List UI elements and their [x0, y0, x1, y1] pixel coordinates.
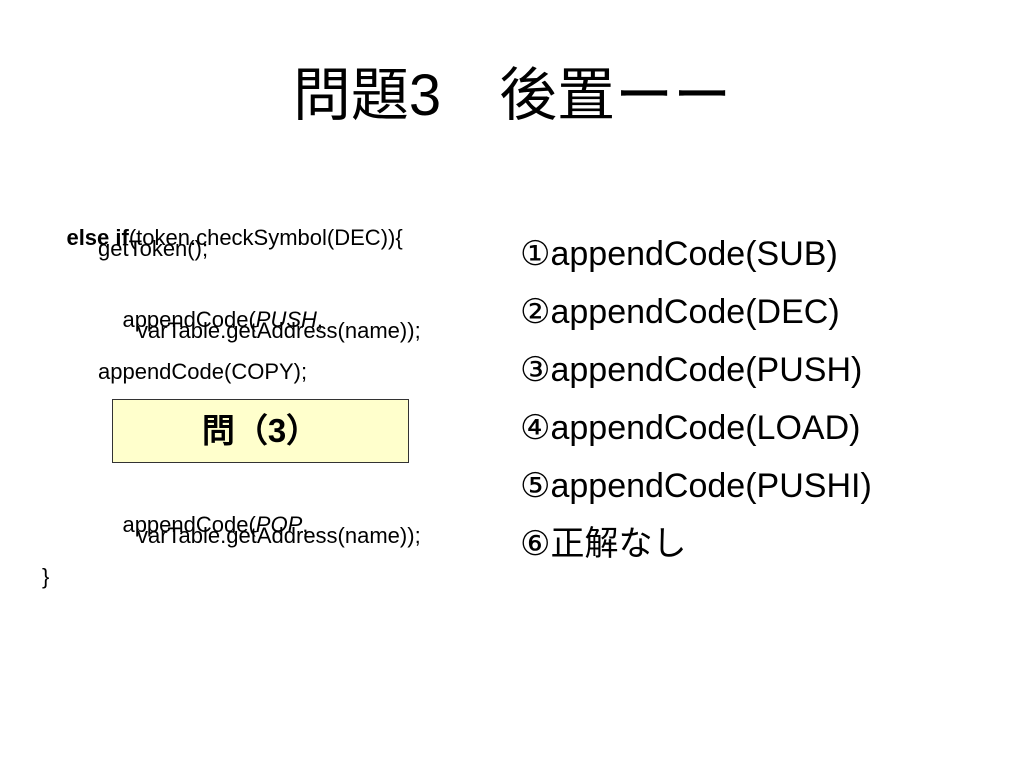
- choice-item: ⑥正解なし: [520, 525, 687, 563]
- slide-title: 問題3 後置ーー: [292, 63, 732, 128]
- choice-item: ⑤appendCode(PUSHI): [520, 467, 872, 505]
- code-text: appendCode(: [122, 512, 256, 537]
- choice-item: ②appendCode(DEC): [520, 293, 840, 331]
- code-line-else-if: else if(token.checkSymbol(DEC)){: [42, 193, 403, 283]
- code-line-closing-brace: }: [42, 564, 50, 589]
- code-keyword: else if: [66, 225, 129, 250]
- code-argument: PUSH: [255, 307, 317, 332]
- code-line-append-pop: appendCode(POP,: [98, 480, 308, 570]
- question-box: 問（3）: [112, 399, 409, 463]
- code-text: appendCode(: [122, 307, 256, 332]
- code-text: ,: [302, 512, 309, 537]
- code-argument: POP: [255, 512, 303, 537]
- code-line-append-push: appendCode(PUSH,: [98, 275, 323, 365]
- choice-item: ④appendCode(LOAD): [520, 409, 861, 447]
- code-text: ,: [316, 307, 324, 332]
- code-line-gettoken: getToken();: [98, 236, 209, 261]
- code-line-get-address: varTable.getAddress(name));: [137, 318, 421, 343]
- choice-item: ①appendCode(SUB): [520, 235, 838, 273]
- choice-item: ③appendCode(PUSH): [520, 351, 863, 389]
- code-text: (token.checkSymbol(DEC)){: [128, 225, 403, 250]
- code-line-get-address-2: varTable.getAddress(name));: [137, 523, 421, 548]
- code-line-append-copy: appendCode(COPY);: [98, 359, 308, 384]
